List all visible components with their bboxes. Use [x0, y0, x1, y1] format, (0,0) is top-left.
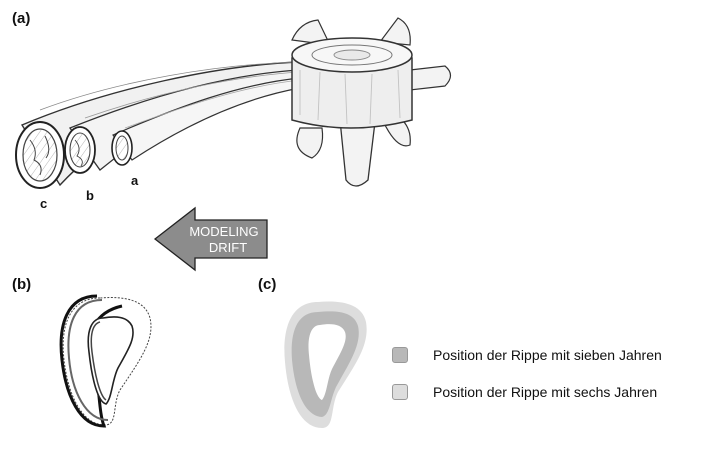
- cross-section-c: [284, 302, 366, 428]
- legend-label-six-years: Position der Rippe mit sechs Jahren: [433, 384, 657, 400]
- legend-label-seven-years: Position der Rippe mit sieben Jahren: [433, 347, 662, 363]
- arrow-label-line1: MODELING: [189, 224, 258, 239]
- rib-b-section: [65, 127, 95, 173]
- cross-section-b: [61, 296, 151, 426]
- rib-label-b: b: [86, 188, 94, 203]
- modeling-drift-arrow: MODELING DRIFT: [155, 208, 267, 270]
- legend-swatch-six-years: [392, 384, 408, 400]
- rib-a-section: [112, 131, 132, 165]
- rib-c-section: [16, 122, 64, 188]
- vertebra-illustration: [292, 18, 451, 186]
- rib-label-a: a: [131, 173, 139, 188]
- legend-swatch-seven-years: [392, 347, 408, 363]
- legend-item-seven-years: Position der Rippe mit sieben Jahren: [392, 347, 662, 363]
- arrow-label-line2: DRIFT: [209, 240, 247, 255]
- legend-item-six-years: Position der Rippe mit sechs Jahren: [392, 384, 657, 400]
- rib-label-c: c: [40, 196, 47, 211]
